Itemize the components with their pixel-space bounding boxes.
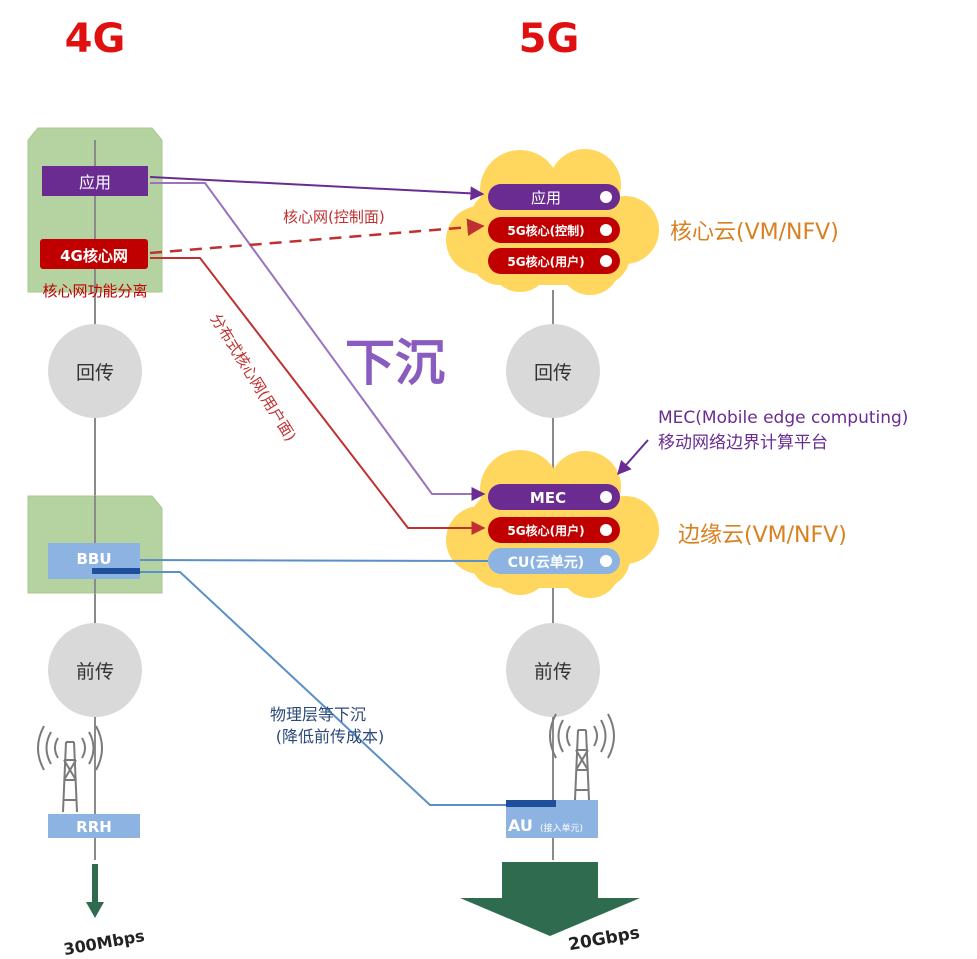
core-user-pill[interactable]: 5G核心(用户): [488, 248, 620, 274]
edge-cloud-label: 边缘云(VM/NFV): [678, 523, 847, 548]
flow-core-to-control: [149, 218, 485, 255]
au-sub-label: (接入单元): [540, 822, 583, 834]
speed-label-5g: 20Gbps: [567, 923, 641, 955]
backhaul-node-4g[interactable]: 回传: [48, 324, 142, 418]
flow-core-to-edge-user: [150, 257, 486, 535]
control-plane-label: 核心网(控制面): [283, 208, 385, 226]
flow-bbu-to-cu: [139, 559, 489, 562]
mec-note-english: MEC(Mobile edge computing): [658, 408, 908, 428]
app-box-4g[interactable]: 应用: [42, 166, 148, 196]
speed-arrow-4g: [86, 864, 104, 918]
edge-core-user-label: 5G核心(用户): [507, 523, 584, 538]
fronthaul-label-4g: 前传: [76, 661, 114, 683]
mec-note-arrow: [617, 439, 649, 476]
bbu-box[interactable]: BBU: [48, 543, 140, 579]
speed-label-4g: 300Mbps: [62, 926, 146, 959]
sink-label: 下沉: [345, 334, 445, 392]
rrh-box[interactable]: RRH: [48, 814, 140, 838]
flow-app-to-mec: [150, 182, 486, 501]
app-label-4g: 应用: [79, 173, 111, 192]
au-label: AU (接入单元): [508, 816, 583, 835]
core-control-pill[interactable]: 5G核心(控制): [488, 217, 620, 243]
backhaul-label-5g: 回传: [534, 362, 572, 384]
mec-pill[interactable]: MEC: [488, 484, 620, 510]
app-label-5g: 应用: [531, 189, 561, 207]
au-main-label: AU: [508, 816, 533, 835]
core-user-label: 5G核心(用户): [507, 254, 584, 269]
bbu-label: BBU: [76, 550, 111, 568]
distributed-user-plane-label: 分布式核心网(用户面): [207, 311, 300, 445]
speed-arrow-5g: [460, 862, 640, 936]
mec-note-chinese: 移动网络边界计算平台: [658, 433, 828, 453]
core-split-caption: 核心网功能分离: [42, 282, 147, 300]
fronthaul-label-5g: 前传: [534, 661, 572, 683]
backhaul-node-5g[interactable]: 回传: [506, 324, 600, 418]
physical-sink-sublabel: (降低前传成本): [276, 727, 385, 746]
core-control-label: 5G核心(控制): [507, 223, 584, 238]
core-cloud-label: 核心云(VM/NFV): [670, 220, 839, 245]
flow-bbu-to-au: [140, 571, 506, 806]
header-4g: 4G: [65, 16, 126, 62]
mec-label: MEC: [530, 489, 566, 507]
au-box[interactable]: AU (接入单元): [506, 800, 598, 838]
edge-core-user-pill[interactable]: 5G核心(用户): [488, 517, 620, 543]
fronthaul-node-5g[interactable]: 前传: [506, 623, 600, 717]
header-5g: 5G: [519, 16, 580, 62]
tower-icon-5g: [549, 713, 615, 801]
backhaul-label-4g: 回传: [76, 362, 114, 384]
flow-app-to-app: [149, 176, 485, 201]
core-network-box-4g[interactable]: 4G核心网: [40, 239, 148, 269]
cu-label: CU(云单元): [508, 554, 584, 571]
fronthaul-node-4g[interactable]: 前传: [48, 623, 142, 717]
app-pill-5g[interactable]: 应用: [488, 184, 620, 210]
core-network-label-4g: 4G核心网: [60, 247, 128, 265]
rrh-label: RRH: [76, 818, 112, 836]
physical-sink-label: 物理层等下沉: [270, 705, 366, 724]
tower-icon-4g: [37, 725, 103, 813]
cu-pill[interactable]: CU(云单元): [488, 548, 620, 574]
